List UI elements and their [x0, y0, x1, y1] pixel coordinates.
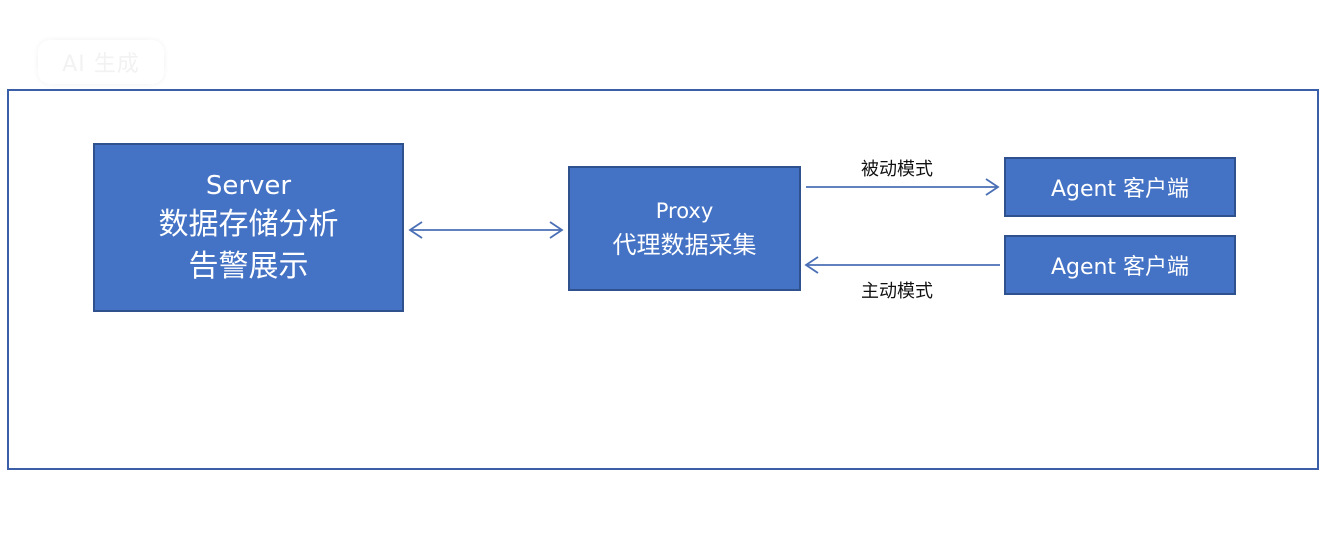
server-function-storage: 数据存储分析	[158, 206, 339, 242]
server-node: Server 数据存储分析 告警展示	[93, 143, 404, 312]
watermark-text: AI 生成	[62, 52, 140, 77]
agent-label: Agent 客户端	[1050, 177, 1190, 202]
proxy-function: 代理数据采集	[612, 230, 757, 259]
proxy-node: Proxy 代理数据采集	[568, 166, 801, 291]
ai-generated-watermark: AI 生成	[38, 40, 164, 84]
server-function-alert: 告警展示	[188, 248, 309, 284]
passive-mode-label: 被动模式	[861, 159, 933, 180]
diagram-frame	[7, 89, 1319, 470]
agent-node-active: Agent 客户端	[1004, 235, 1236, 295]
agent-node-passive: Agent 客户端	[1004, 157, 1236, 217]
proxy-title: Proxy	[655, 198, 714, 223]
agent-label: Agent 客户端	[1050, 255, 1190, 280]
server-title: Server	[205, 170, 292, 201]
active-mode-label: 主动模式	[861, 281, 933, 302]
